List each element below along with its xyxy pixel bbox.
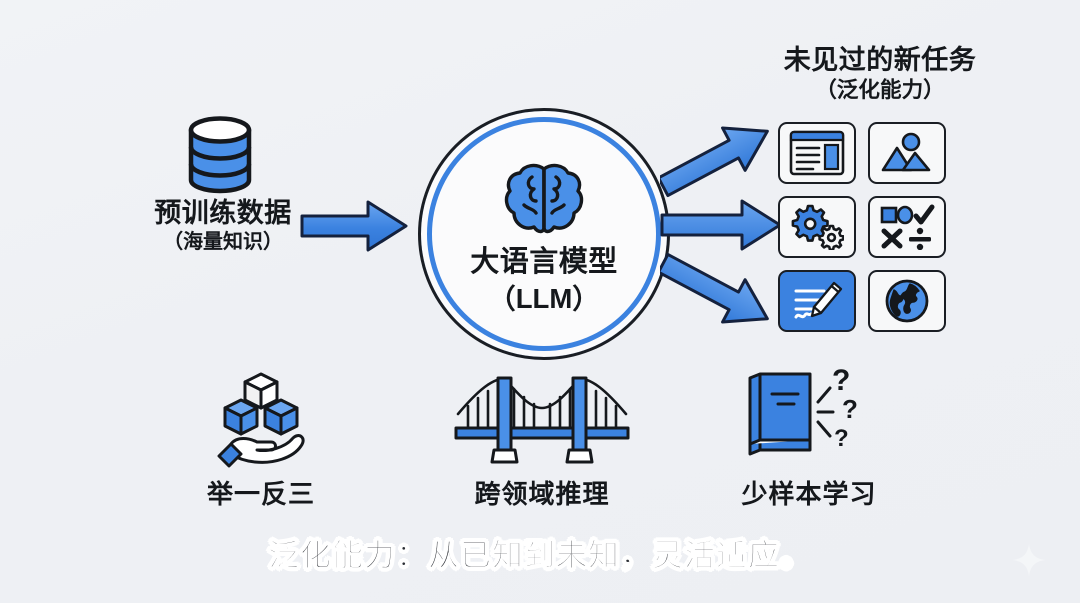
capability-label-1: 举一反三 bbox=[206, 479, 315, 509]
arrow-right-icon bbox=[660, 199, 782, 251]
task-card-image[interactable] bbox=[868, 122, 946, 184]
arrow-up-right-icon bbox=[660, 126, 769, 198]
input-arrow-icon bbox=[300, 200, 408, 252]
gears-icon bbox=[791, 204, 844, 250]
task-cards-grid bbox=[778, 122, 946, 332]
image-picture-icon bbox=[881, 132, 931, 172]
shapes-math-icon bbox=[880, 204, 935, 250]
capability-label-3: 少样本学习 bbox=[741, 479, 877, 509]
document-layout-icon bbox=[789, 130, 845, 176]
task-card-globe[interactable] bbox=[868, 270, 946, 332]
brain-icon bbox=[504, 163, 584, 233]
llm-subtitle: （LLM） bbox=[488, 282, 600, 314]
llm-label: 大语言模型 （LLM） bbox=[470, 245, 618, 316]
pretrain-data-title: 预训练数据 bbox=[154, 198, 292, 228]
database-cylinder-icon bbox=[188, 116, 252, 194]
pretrain-data-label: 预训练数据 （海量知识） bbox=[108, 197, 338, 254]
pretrain-data-subtitle: （海量知识） bbox=[163, 230, 283, 253]
svg-text:?: ? bbox=[842, 394, 858, 424]
new-tasks-label: 未见过的新任务 （泛化能力） bbox=[700, 44, 1060, 103]
llm-node[interactable]: 大语言模型 （LLM） bbox=[418, 108, 670, 360]
writing-pencil-icon bbox=[794, 281, 843, 319]
pretrain-data-group bbox=[120, 110, 320, 200]
capability-item-1: 举一反三 bbox=[146, 368, 376, 511]
output-arrows-group bbox=[660, 126, 782, 324]
capability-item-3: ? ? ? 少样本学习 bbox=[694, 368, 924, 511]
svg-text:?: ? bbox=[832, 368, 850, 397]
sparkle-icon bbox=[1013, 544, 1045, 576]
suspension-bridge-icon bbox=[454, 376, 630, 464]
caption-text: 泛化能力：从已知到未知，灵活适应。 bbox=[268, 538, 812, 574]
llm-title: 大语言模型 bbox=[470, 245, 618, 278]
task-card-math[interactable] bbox=[868, 196, 946, 258]
new-tasks-title: 未见过的新任务 bbox=[783, 45, 977, 75]
svg-text:?: ? bbox=[834, 425, 849, 452]
book-questions-icon: ? ? ? bbox=[748, 368, 858, 456]
globe-icon bbox=[885, 279, 929, 323]
capability-label-2: 跨领域推理 bbox=[474, 479, 610, 509]
task-card-writing[interactable] bbox=[778, 270, 856, 332]
capability-item-2: 跨领域推理 bbox=[427, 368, 657, 511]
arrow-down-right-icon bbox=[660, 252, 769, 324]
new-tasks-subtitle: （泛化能力） bbox=[815, 76, 945, 102]
hand-holding-cubes-icon bbox=[217, 372, 305, 468]
task-card-gears[interactable] bbox=[778, 196, 856, 258]
task-card-document[interactable] bbox=[778, 122, 856, 184]
